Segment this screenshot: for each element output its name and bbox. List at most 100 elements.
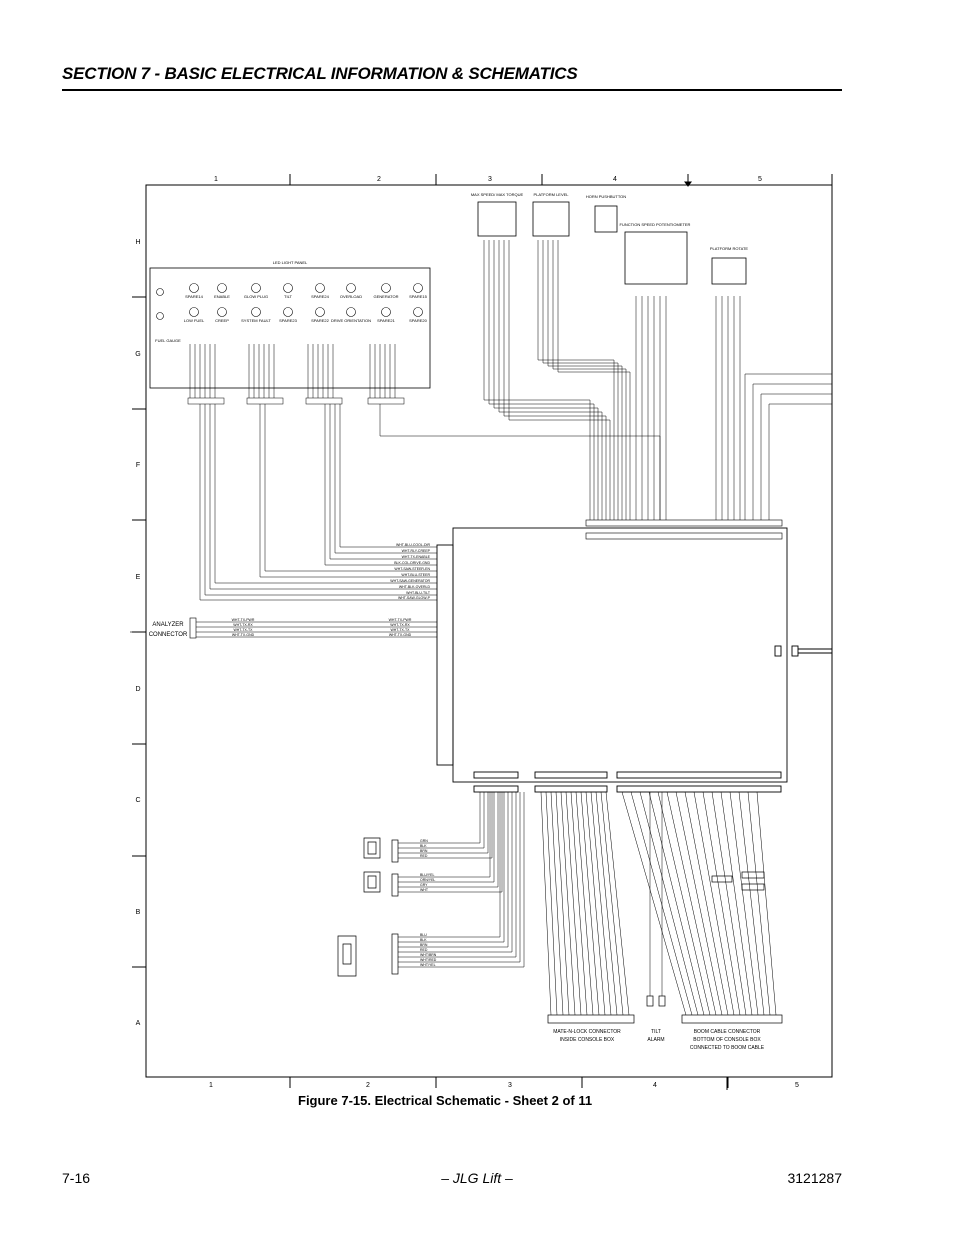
wire-label: ORN/YEL — [420, 878, 435, 882]
indicator-lamp-icon — [346, 283, 356, 293]
led-label: OVERLOAD — [340, 294, 362, 299]
wire — [398, 792, 501, 938]
mate-n-lock-label-2: INSIDE CONSOLE BOX — [560, 1037, 615, 1043]
wire-label: WHT/BRN — [420, 953, 437, 957]
wire — [747, 791, 771, 1016]
connector — [305, 397, 343, 405]
row-labels: H G F E D C B A — [135, 239, 140, 1027]
col-label-top: 5 — [758, 176, 762, 183]
wire-label: RED — [420, 854, 428, 858]
wire — [398, 792, 491, 878]
alarm-label-1: TILT — [651, 1029, 661, 1035]
indicator-lamp-icon — [251, 307, 261, 317]
column-labels: 1 2 3 4 5 1 2 3 4 5 — [209, 176, 799, 1089]
top-devices — [477, 201, 747, 285]
wire — [595, 791, 618, 1016]
wire — [214, 404, 437, 584]
row-label: C — [135, 797, 140, 804]
led-label: SPARE23 — [279, 318, 297, 323]
wire-label: WHT-TX-GND — [389, 633, 412, 637]
wire — [557, 240, 631, 520]
zone-ticks — [132, 174, 833, 1088]
wire-label: BLK — [420, 844, 427, 848]
wire — [398, 792, 489, 854]
wire — [398, 792, 513, 953]
col-label-bottom: 1 — [209, 1082, 213, 1089]
wire — [542, 240, 619, 520]
horn-label: HORN PUSHBUTTON — [586, 194, 626, 199]
indicator-lamp-icon — [315, 307, 325, 317]
e-zone-wire-labels: WHT-BLU-COOL-DIRWHT-RLY-CREEPWHT-TX-ENAB… — [390, 543, 431, 600]
wire-label: BLK-COL-DRIVE-GND — [394, 561, 430, 565]
wire — [508, 240, 611, 520]
platform-rotate-label: PLATFORM ROTATE — [710, 246, 749, 251]
wire-label: WHT-TX-PWR — [389, 618, 412, 622]
wire — [720, 791, 753, 1016]
lower-wire-sets — [398, 792, 525, 968]
lower-connectors — [337, 837, 399, 977]
wire — [398, 792, 505, 943]
led-label: ENABLE — [214, 294, 230, 299]
wire — [398, 792, 485, 849]
top-wire-bundle — [379, 240, 832, 520]
wire — [752, 383, 832, 520]
wire — [398, 792, 503, 893]
wire — [675, 791, 723, 1016]
indicator-lamp-icon — [381, 307, 391, 317]
indicator-lamp-icon — [315, 283, 325, 293]
wire-label: WHT/YEL — [420, 963, 436, 967]
wire-label: WHT-TX-RX — [390, 623, 410, 627]
row-label: D — [135, 686, 140, 693]
analyzer-label-1: ANALYZER — [152, 622, 184, 628]
analyzer-label-2: CONNECTOR — [149, 632, 188, 638]
wire — [555, 791, 570, 1016]
wire-label: WHT-SAW-GLOW-P — [398, 596, 431, 600]
led-label: SPARE21 — [377, 318, 395, 323]
wire-label: BLU/YEL — [420, 873, 434, 877]
led-label: SPARE15 — [409, 294, 427, 299]
wire — [565, 791, 582, 1016]
analyzer-connector — [130, 617, 197, 639]
wire — [738, 791, 765, 1016]
wire — [398, 792, 493, 859]
wire — [580, 791, 600, 1016]
led-label: SPARE24 — [311, 294, 329, 299]
wire-label: RED — [420, 948, 428, 952]
indicator-lamp-icon — [346, 307, 356, 317]
wire — [600, 791, 624, 1016]
wire-label: BRN — [420, 943, 428, 947]
col-label-top: 3 — [488, 176, 492, 183]
wire — [324, 404, 437, 566]
wire-label: WHT/RED — [420, 958, 437, 962]
wire-label: WHT-BLK-OVERLD — [399, 585, 431, 589]
col-label-top: 2 — [377, 176, 381, 183]
indicator-lamp-icon — [381, 283, 391, 293]
control-module — [436, 527, 832, 793]
wire — [768, 403, 832, 520]
wire — [398, 792, 525, 968]
wire — [259, 404, 437, 578]
wire — [648, 791, 705, 1016]
wire-label: GRN — [420, 839, 428, 843]
wire — [209, 404, 437, 590]
wire — [379, 404, 661, 520]
e-zone-wires — [199, 404, 437, 601]
wire-label: WHT-SAW-STEER-EN — [394, 567, 430, 571]
wire — [540, 791, 552, 1016]
wire — [621, 791, 687, 1016]
wire — [493, 240, 599, 520]
wire — [570, 791, 588, 1016]
connector — [187, 397, 225, 405]
boom-cable-label-1: BOOM CABLE CONNECTOR — [694, 1029, 761, 1035]
wire-label: WHT — [420, 888, 429, 892]
wire — [590, 791, 612, 1016]
col-label-bottom: 2 — [366, 1082, 370, 1089]
wire-label: WHT-BLU-STEER — [401, 573, 430, 577]
wire — [729, 791, 759, 1016]
row-label: F — [136, 462, 140, 469]
wire-label: WHT-TX-TX — [233, 628, 253, 632]
wire — [483, 240, 591, 520]
wire — [545, 791, 558, 1016]
